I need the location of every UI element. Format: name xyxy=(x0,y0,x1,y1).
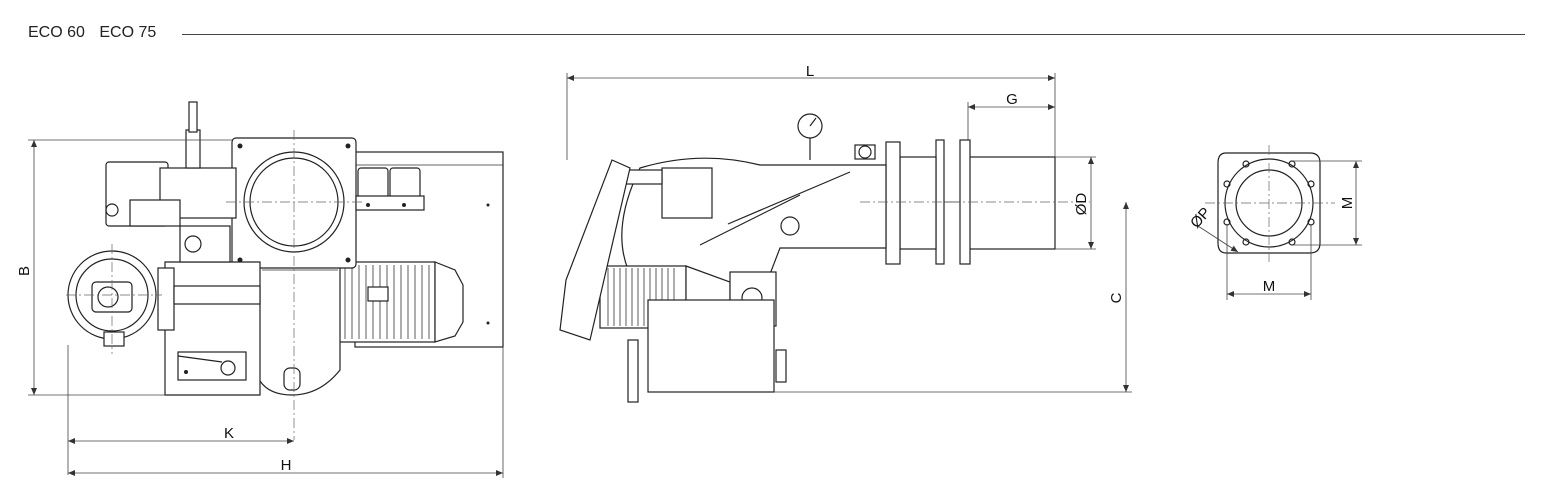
dim-label-L: L xyxy=(806,63,814,80)
dim-label-C: C xyxy=(1108,292,1125,303)
dimension-G: G xyxy=(967,91,1055,140)
dim-label-G: G xyxy=(1006,91,1018,108)
dimension-H: H xyxy=(68,347,504,478)
dim-label-K: K xyxy=(224,425,234,442)
dim-label-M-horizontal: M xyxy=(1263,278,1276,295)
dim-label-B: B xyxy=(16,266,33,276)
dimension-K: K xyxy=(67,345,294,475)
model-label-1: ECO 60 xyxy=(28,24,85,41)
dim-label-H: H xyxy=(281,457,292,474)
dimension-M-vertical: M xyxy=(1292,160,1362,246)
dimension-M-horizontal: M xyxy=(1226,224,1312,300)
dim-label-D: ØD xyxy=(1073,193,1090,216)
dim-label-P: ØP xyxy=(1187,204,1214,231)
dimension-L: L xyxy=(566,63,1056,160)
model-header: ECO 60 ECO 75 xyxy=(28,24,166,42)
dimension-C: C xyxy=(774,202,1132,393)
model-label-2: ECO 75 xyxy=(99,24,157,41)
front-view xyxy=(66,101,504,440)
dimension-B: B xyxy=(16,139,232,396)
flange-view xyxy=(1205,145,1335,262)
dimension-D: ØD xyxy=(1055,156,1096,250)
dim-label-M-vertical: M xyxy=(1339,197,1356,210)
motor-fins xyxy=(344,265,430,339)
header-rule xyxy=(182,34,1525,35)
side-view xyxy=(559,113,1090,403)
